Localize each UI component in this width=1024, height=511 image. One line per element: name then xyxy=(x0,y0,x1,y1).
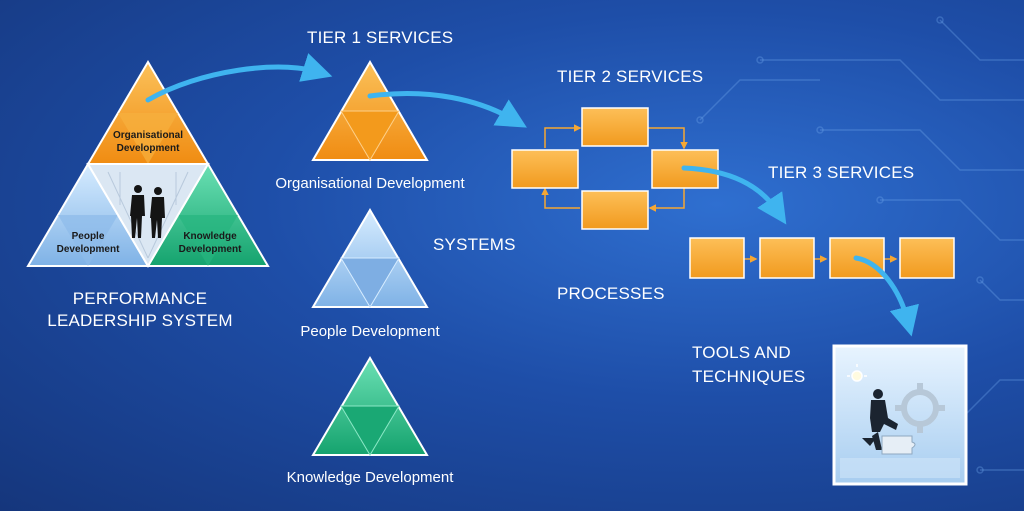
tier1-item-knowledge-label: Knowledge Development xyxy=(286,469,454,486)
left-people-label-line1: People xyxy=(71,231,105,242)
flow-arrows xyxy=(145,53,919,337)
tier1-item-people-label: People Development xyxy=(300,323,440,340)
tools-techniques-label: TOOLS AND TECHNIQUES xyxy=(692,341,805,389)
tools-card xyxy=(832,344,968,486)
tier2-heading: TIER 2 SERVICES xyxy=(557,67,704,86)
left-top-label-line2: Development xyxy=(116,143,180,154)
lightbulb-icon xyxy=(847,364,867,382)
tier1-green-triangle xyxy=(311,356,429,456)
tools-line1: TOOLS AND xyxy=(692,343,791,362)
tier3-heading: TIER 3 SERVICES xyxy=(768,163,915,182)
tier1-blue-triangle xyxy=(311,208,429,308)
tier3-box-4 xyxy=(899,237,955,279)
left-knowledge-label: Knowledge Development xyxy=(179,230,242,256)
tier1-item-org-label: Organisational Development xyxy=(275,175,465,192)
performance-title-line2: LEADERSHIP SYSTEM xyxy=(47,311,233,330)
left-top-label: Organisational Development xyxy=(113,129,183,155)
gear-icon xyxy=(901,389,939,427)
left-people-label-line2: Development xyxy=(56,244,120,255)
tier1-orange-triangle xyxy=(311,60,429,161)
left-people-label: People Development xyxy=(57,230,120,256)
tier3-box-1 xyxy=(689,237,745,279)
left-top-label-line1: Organisational xyxy=(112,130,184,141)
businessman-puzzle-icon xyxy=(862,389,898,450)
performance-title-line1: PERFORMANCE xyxy=(72,289,208,308)
tier2-process-loop xyxy=(511,107,719,230)
tier1-heading: TIER 1 SERVICES xyxy=(307,28,454,47)
business-people-silhouette-icon xyxy=(130,185,165,238)
performance-leadership-title: PERFORMANCE LEADERSHIP SYSTEM xyxy=(47,288,232,332)
performance-leadership-pyramid xyxy=(26,60,270,268)
tier2-box-left xyxy=(511,149,579,189)
tier2-box-bottom xyxy=(581,190,649,230)
tier3-box-2 xyxy=(759,237,815,279)
tools-line2: TECHNIQUES xyxy=(692,367,806,386)
systems-label: SYSTEMS xyxy=(433,235,516,254)
tier3-process-chain xyxy=(689,237,955,279)
left-knowledge-label-line1: Knowledge xyxy=(183,231,237,242)
puzzle-piece xyxy=(881,435,916,455)
processes-label: PROCESSES xyxy=(557,284,665,303)
left-knowledge-label-line2: Development xyxy=(178,244,242,255)
tier2-box-top xyxy=(581,107,649,147)
